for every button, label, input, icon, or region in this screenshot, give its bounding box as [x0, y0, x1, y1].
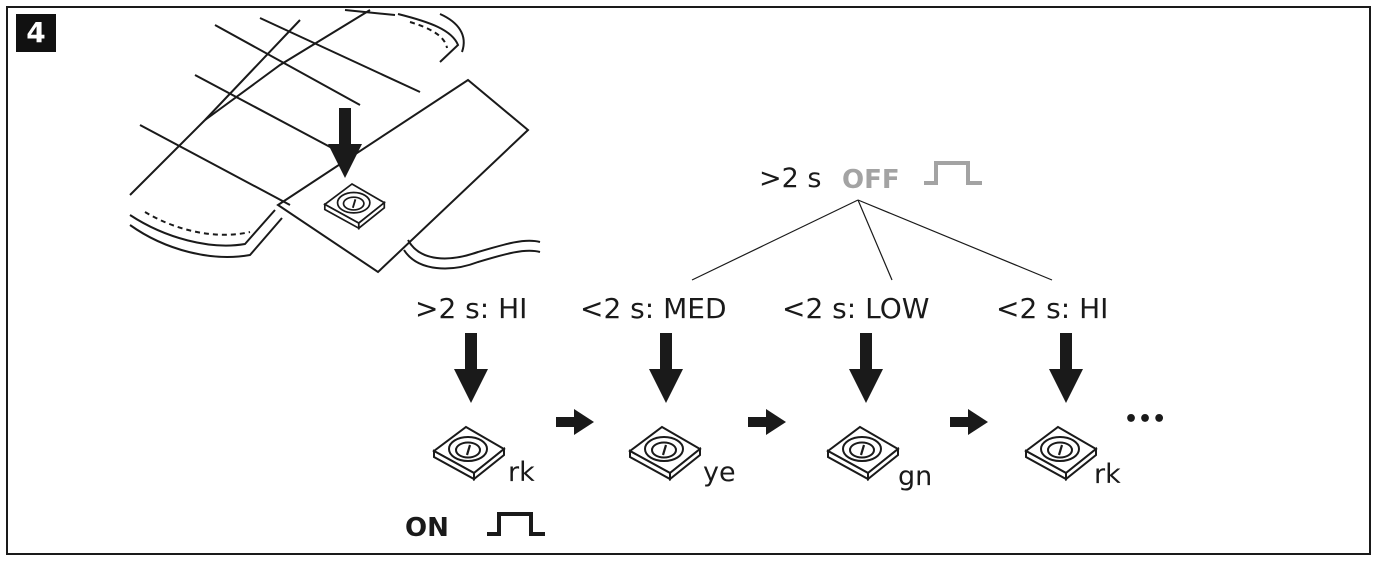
heating-pad-illustration [129, 9, 541, 274]
sequence-step-2: <2 s: MED ye [580, 292, 736, 488]
press-arrow-icon [649, 333, 683, 403]
color-code-label: rk [1094, 459, 1121, 490]
on-state-label: ON [405, 513, 449, 543]
sequence-step-4: <2 s: HI rk [996, 292, 1121, 490]
next-arrow-icon [556, 409, 594, 435]
sequence-step-1: >2 s: HI rk [415, 292, 535, 488]
step-condition-label: <2 s: HI [996, 292, 1108, 325]
press-arrow-icon [849, 333, 883, 403]
next-arrow-icon [950, 409, 988, 435]
color-code-label: ye [703, 457, 736, 488]
button-icon [1024, 425, 1098, 481]
press-arrow-icon [1049, 333, 1083, 403]
button-icon [826, 425, 900, 481]
branch-lines [691, 199, 1053, 281]
button-icon [432, 425, 506, 481]
off-pulse-icon [922, 161, 984, 185]
continuation-ellipsis: ••• [1124, 407, 1166, 432]
button-icon [628, 425, 702, 481]
step-condition-label: <2 s: LOW [782, 292, 929, 325]
press-arrow-icon [454, 333, 488, 403]
next-arrow-icon [748, 409, 786, 435]
step-number-badge: 4 [16, 14, 56, 52]
step-condition-label: >2 s: HI [415, 292, 527, 325]
off-time-label: >2 s [759, 163, 821, 194]
color-code-label: gn [898, 461, 932, 492]
off-state-label: OFF [842, 165, 900, 195]
sequence-step-3: <2 s: LOW gn [782, 292, 932, 492]
color-code-label: rk [508, 457, 535, 488]
on-pulse-icon [485, 512, 547, 536]
step-condition-label: <2 s: MED [580, 292, 727, 325]
